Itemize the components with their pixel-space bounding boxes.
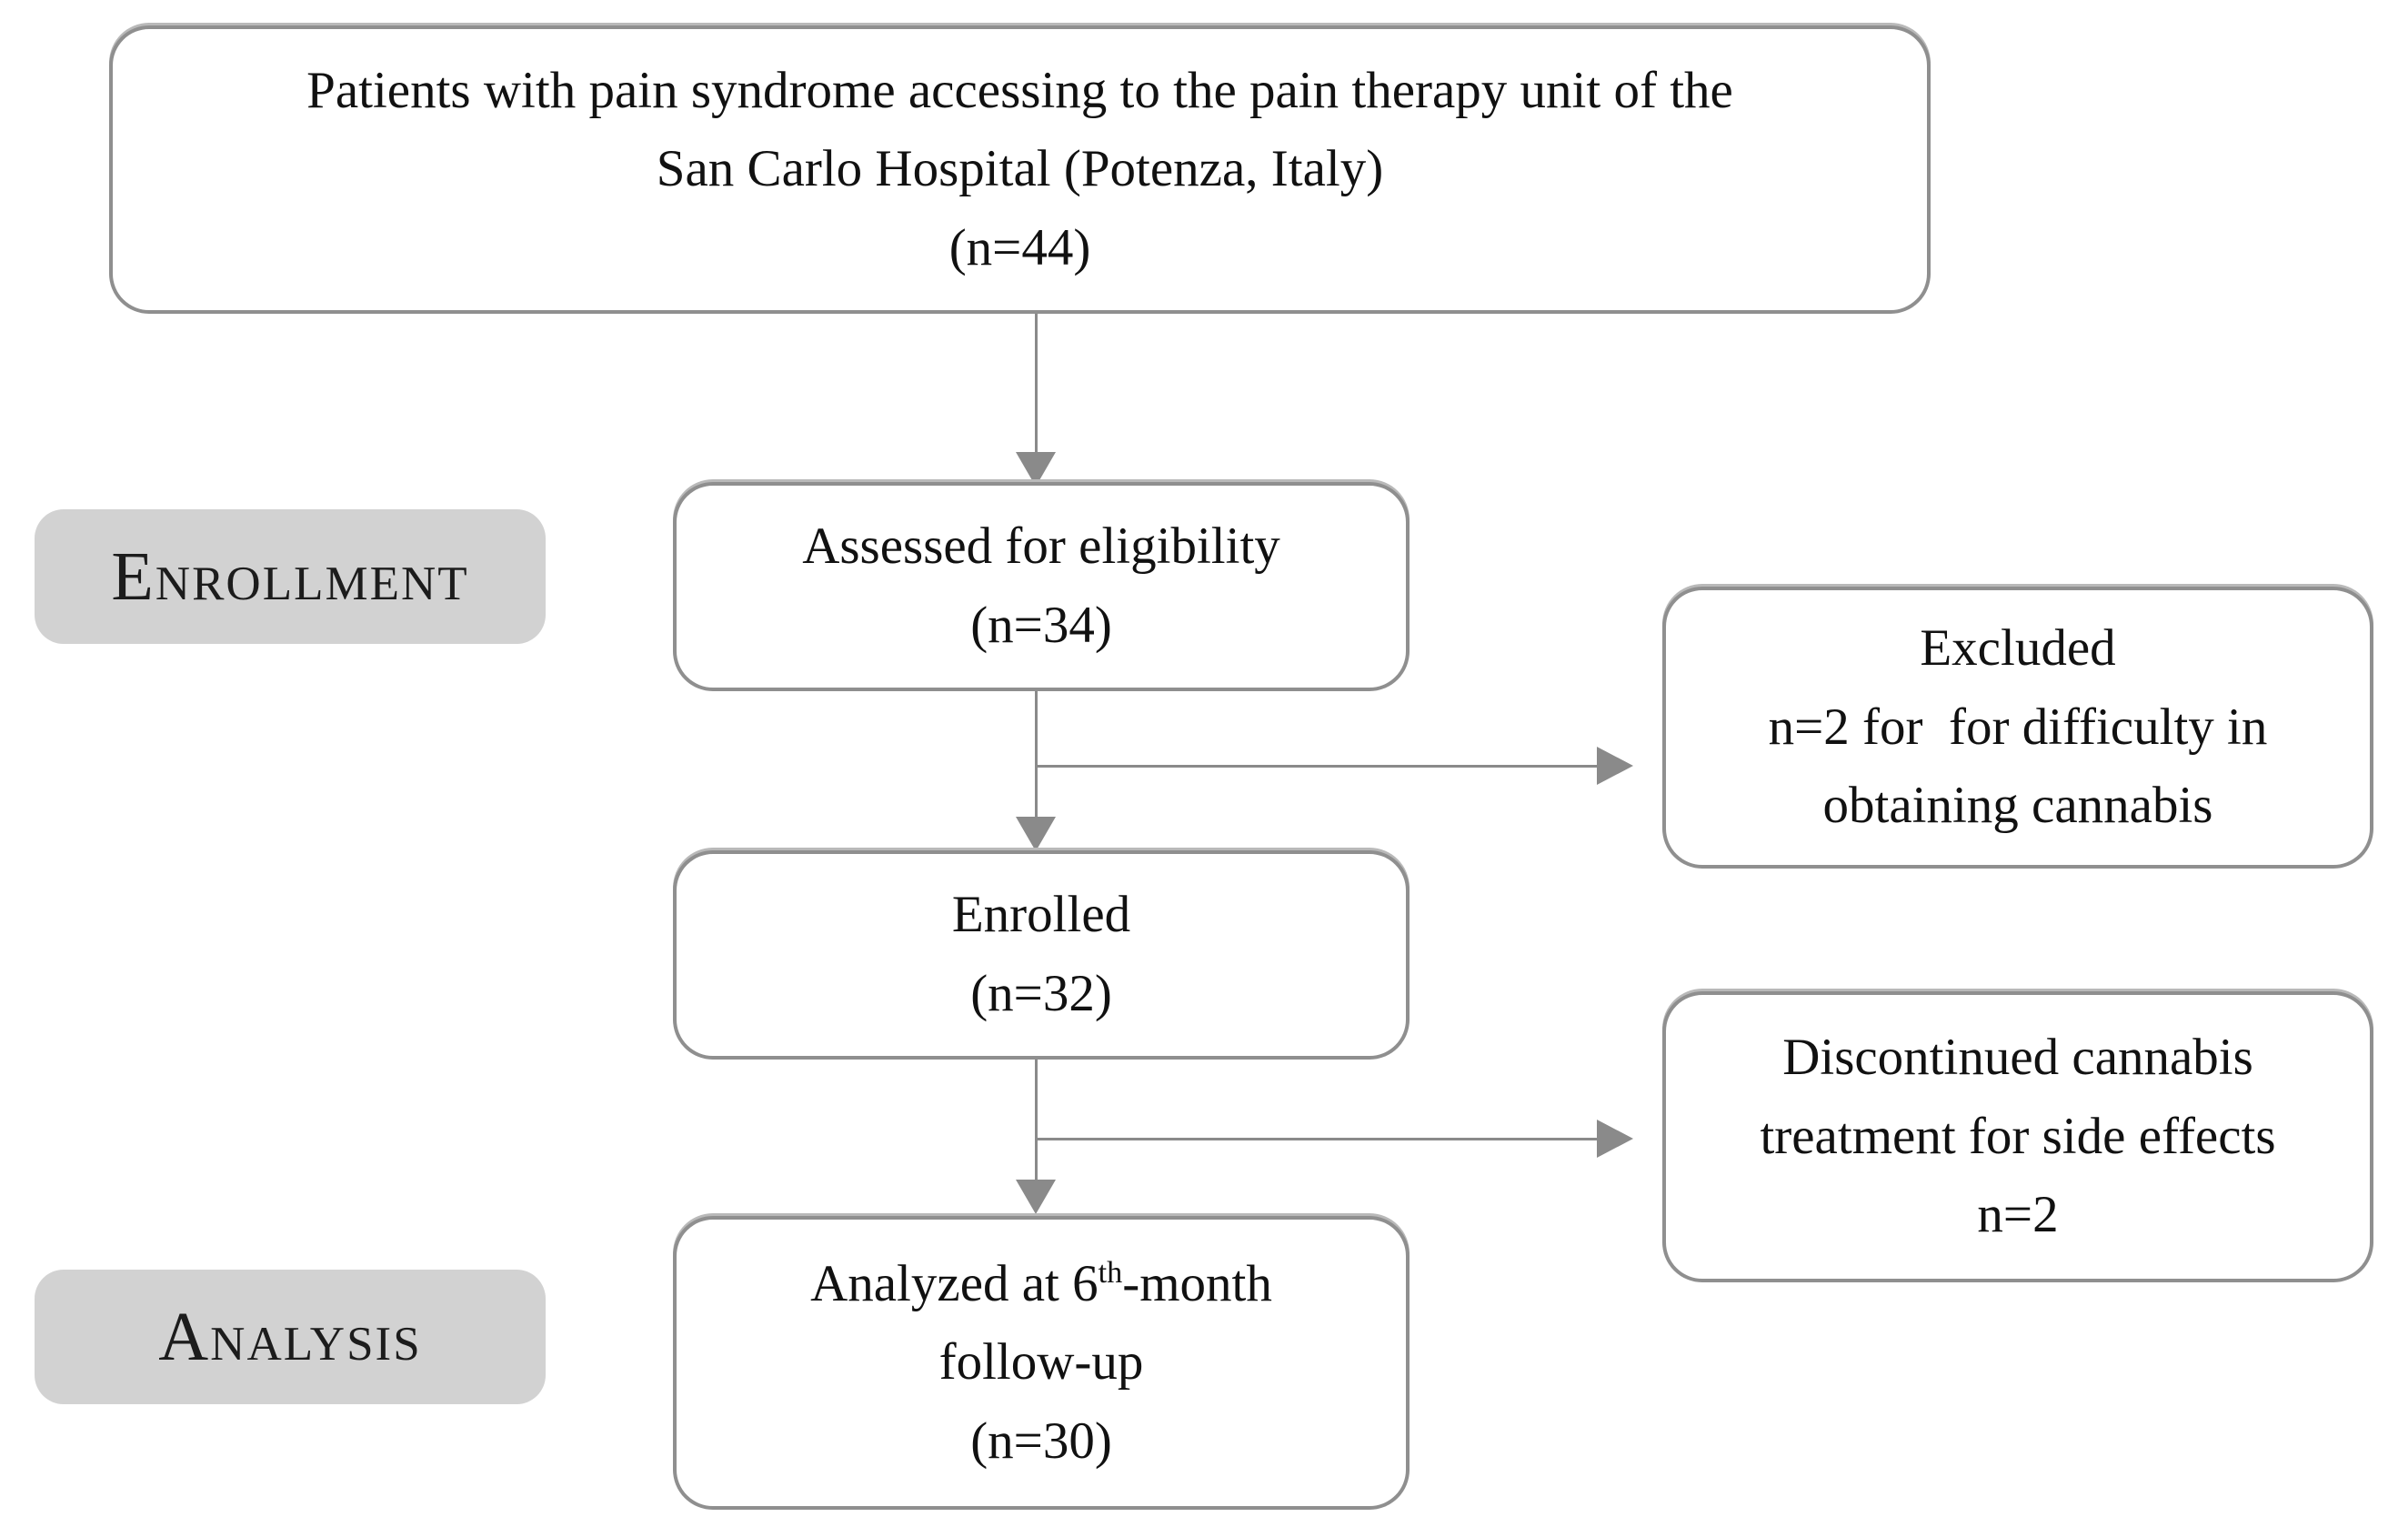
arrowhead-down-icon: [1016, 817, 1056, 851]
stage-label-analysis-text: Analysis: [158, 1298, 422, 1375]
assessed-box: Assessed for eligibility (n=34): [673, 482, 1410, 691]
connector-branch-to-discontinued: [1037, 1138, 1597, 1140]
population-box-line-1: Patients with pain syndrome accessing to…: [306, 61, 1733, 119]
population-box-line-3: (n=44): [948, 218, 1091, 276]
stage-label-enrollment-text: Enrollment: [111, 537, 469, 615]
enrolled-box: Enrolled (n=32): [673, 850, 1410, 1060]
population-box-line-2: San Carlo Hospital (Potenza, Italy): [656, 140, 1384, 198]
connector-population-to-assessed: [1035, 314, 1038, 455]
analyzed-box-line-3: (n=30): [970, 1411, 1112, 1470]
connector-enrolled-to-analyzed: [1035, 1060, 1038, 1183]
arrowhead-right-icon: [1597, 1120, 1633, 1158]
arrowhead-down-icon: [1016, 452, 1056, 487]
analyzed-line1-pre: Analyzed at 6: [810, 1254, 1099, 1312]
excluded-box: Excluded n=2 for for difficulty in obtai…: [1662, 587, 2373, 869]
excluded-box-line-2: n=2 for for difficulty in: [1768, 698, 2268, 756]
analyzed-line1-superscript: th: [1098, 1255, 1123, 1290]
stage-label-enrollment: Enrollment: [35, 509, 546, 644]
enrolled-box-line-2: (n=32): [970, 965, 1112, 1022]
discontinued-box: Discontinued cannabis treatment for side…: [1662, 991, 2373, 1282]
connector-branch-to-excluded: [1037, 765, 1597, 768]
excluded-box-line-1: Excluded: [1920, 619, 2116, 678]
population-box: Patients with pain syndrome accessing to…: [109, 25, 1931, 314]
connector-assessed-to-enrolled: [1035, 691, 1038, 820]
excluded-box-line-3: obtaining cannabis: [1822, 777, 2213, 835]
discontinued-box-line-2: treatment for side effects: [1760, 1107, 2276, 1165]
analyzed-box-line-2: follow-up: [938, 1333, 1144, 1391]
arrowhead-right-icon: [1597, 747, 1633, 785]
arrowhead-down-icon: [1016, 1180, 1056, 1214]
enrolled-box-line-1: Enrolled: [951, 886, 1131, 944]
analyzed-box-line-1: Analyzed at 6th-month: [810, 1245, 1272, 1324]
assessed-box-line-2: (n=34): [970, 597, 1112, 654]
assessed-box-line-1: Assessed for eligibility: [802, 517, 1280, 576]
analyzed-line1-post: -month: [1122, 1254, 1272, 1312]
analyzed-box: Analyzed at 6th-month follow-up (n=30): [673, 1216, 1410, 1510]
discontinued-box-line-3: n=2: [1977, 1186, 2059, 1244]
discontinued-box-line-1: Discontinued cannabis: [1782, 1029, 2253, 1087]
stage-label-analysis: Analysis: [35, 1270, 546, 1404]
